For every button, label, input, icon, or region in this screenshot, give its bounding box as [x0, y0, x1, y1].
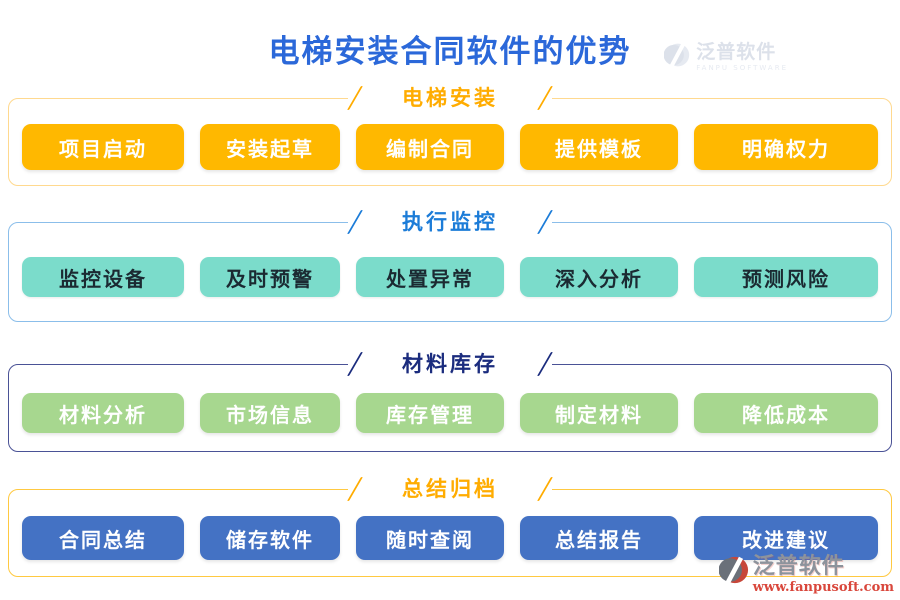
- section-title: 材料库存: [402, 351, 498, 377]
- section-title: 执行监控: [402, 209, 498, 235]
- feature-row: 项目启动 安装起草 编制合同 提供模板 明确权力: [8, 124, 892, 170]
- brand-name: 泛普软件: [752, 553, 845, 579]
- feature-chip-summary-report[interactable]: 总结报告: [520, 516, 678, 560]
- brand-website-link[interactable]: www.fanpusoft.com: [752, 580, 894, 595]
- section-title: 总结归档: [402, 476, 498, 502]
- section-elevator-install: 电梯安装 项目启动 安装起草 编制合同 提供模板 明确权力: [8, 86, 892, 186]
- slash-decoration-left: [347, 210, 363, 234]
- feature-chip-market-info[interactable]: 市场信息: [200, 393, 340, 433]
- feature-chip-predict-risk[interactable]: 预测风险: [694, 257, 878, 297]
- feature-chip-improvement-advice[interactable]: 改进建议: [694, 516, 878, 560]
- slash-decoration-left: [347, 86, 363, 110]
- feature-chip-handle-exception[interactable]: 处置异常: [356, 257, 504, 297]
- feature-chip-store-software[interactable]: 储存软件: [200, 516, 340, 560]
- brand-logo-icon: [663, 42, 690, 72]
- slash-decoration-right: [537, 477, 553, 501]
- feature-chip-view-anytime[interactable]: 随时查阅: [356, 516, 504, 560]
- brand-tagline-watermark: FANPU SOFTWARE: [696, 63, 788, 72]
- slash-decoration-right: [537, 86, 553, 110]
- brand-watermark: 泛普软件 FANPU SOFTWARE: [663, 40, 788, 72]
- slash-decoration-left: [347, 352, 363, 376]
- brand-logo-icon: [718, 555, 749, 589]
- feature-chip-timely-warning[interactable]: 及时预警: [200, 257, 340, 297]
- feature-chip-clarify-authority[interactable]: 明确权力: [694, 124, 878, 170]
- section-material-inventory: 材料库存 材料分析 市场信息 库存管理 制定材料 降低成本: [8, 352, 892, 452]
- feature-chip-deep-analysis[interactable]: 深入分析: [520, 257, 678, 297]
- brand-logo: 泛普软件 www.fanpusoft.com: [718, 553, 894, 595]
- section-header: 执行监控: [347, 209, 553, 235]
- feature-chip-material-analysis[interactable]: 材料分析: [22, 393, 184, 433]
- feature-row: 监控设备 及时预警 处置异常 深入分析 预测风险: [8, 257, 892, 297]
- feature-row: 合同总结 储存软件 随时查阅 总结报告 改进建议: [8, 516, 892, 560]
- slash-decoration-left: [347, 477, 363, 501]
- section-summary-archive: 总结归档 合同总结 储存软件 随时查阅 总结报告 改进建议: [8, 477, 892, 577]
- section-title: 电梯安装: [402, 85, 498, 111]
- section-execution-monitor: 执行监控 监控设备 及时预警 处置异常 深入分析 预测风险: [8, 210, 892, 322]
- feature-row: 材料分析 市场信息 库存管理 制定材料 降低成本: [8, 393, 892, 433]
- feature-chip-monitor-equipment[interactable]: 监控设备: [22, 257, 184, 297]
- feature-chip-reduce-cost[interactable]: 降低成本: [694, 393, 878, 433]
- slash-decoration-right: [537, 210, 553, 234]
- feature-chip-provide-template[interactable]: 提供模板: [520, 124, 678, 170]
- section-header: 电梯安装: [347, 85, 553, 111]
- feature-chip-contract-summary[interactable]: 合同总结: [22, 516, 184, 560]
- slash-decoration-right: [537, 352, 553, 376]
- feature-chip-install-draft[interactable]: 安装起草: [200, 124, 340, 170]
- feature-chip-inventory-manage[interactable]: 库存管理: [356, 393, 504, 433]
- feature-chip-plan-material[interactable]: 制定材料: [520, 393, 678, 433]
- feature-chip-compile-contract[interactable]: 编制合同: [356, 124, 504, 170]
- section-header: 总结归档: [347, 476, 553, 502]
- page-title: 电梯安装合同软件的优势: [268, 34, 632, 70]
- section-header: 材料库存: [347, 351, 553, 377]
- feature-chip-project-start[interactable]: 项目启动: [22, 124, 184, 170]
- brand-name-watermark: 泛普软件: [696, 40, 777, 63]
